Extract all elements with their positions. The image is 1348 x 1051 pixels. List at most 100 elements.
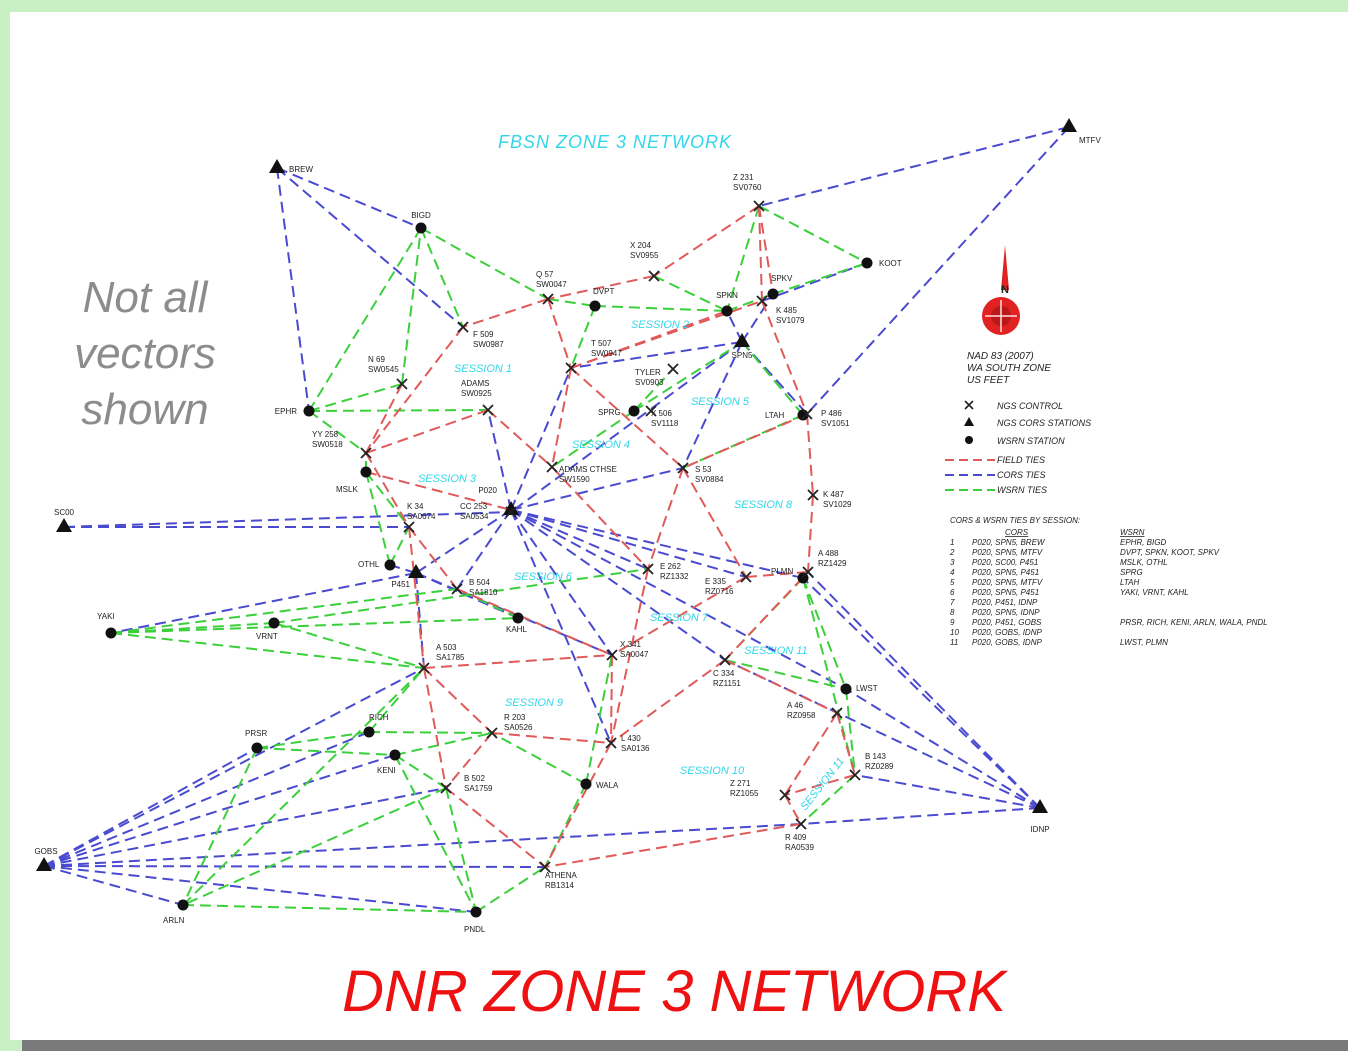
wsrn-station-icon bbox=[628, 405, 640, 417]
session-label: SESSION 11 bbox=[744, 645, 807, 657]
legend: NGS CONTROL NGS CORS STATIONS WSRN STATI… bbox=[945, 400, 1091, 495]
note-line: shown bbox=[81, 385, 209, 434]
station-idnp: IDNP bbox=[1030, 799, 1050, 834]
station-keni: KENI bbox=[377, 749, 401, 775]
cors-tie-line bbox=[510, 509, 613, 656]
ngs-control-icon bbox=[451, 583, 463, 595]
ngs-control-icon bbox=[482, 404, 494, 416]
station-label: ARLN bbox=[163, 916, 185, 925]
wsrn-station-icon bbox=[177, 899, 189, 911]
cors-tie-line bbox=[510, 509, 747, 578]
station-label: ADAMS bbox=[461, 379, 489, 388]
ties-layer bbox=[43, 126, 1070, 913]
cors-tie-line bbox=[510, 341, 743, 513]
wsrn-tie-line bbox=[273, 568, 649, 624]
cors-tie-line bbox=[415, 509, 512, 574]
wsrn-station-icon bbox=[415, 222, 427, 234]
legend-label: CORS TIES bbox=[997, 470, 1046, 480]
station-label: RZ0958 bbox=[787, 711, 816, 720]
session-label: SESSION 10 bbox=[680, 765, 745, 777]
wsrn-tie-line bbox=[800, 774, 856, 825]
ngs-control-icon bbox=[505, 506, 517, 518]
session-label: SESSION 4 bbox=[572, 439, 630, 451]
station-label: Z 231 bbox=[733, 173, 754, 182]
field-tie-line bbox=[408, 526, 458, 590]
wsrn-tie-line bbox=[182, 747, 258, 906]
ngs-control-icon bbox=[642, 563, 654, 575]
ngs-control-icon bbox=[753, 200, 765, 212]
station-label: T 507 bbox=[591, 339, 612, 348]
station-label: SA1810 bbox=[469, 588, 498, 597]
ngs-control-icon bbox=[418, 662, 430, 674]
station-label: S 53 bbox=[695, 465, 712, 474]
wsrn-station-icon bbox=[767, 288, 779, 300]
field-tie-line bbox=[547, 298, 572, 369]
ngs-control-icon bbox=[740, 571, 752, 583]
field-tie-line bbox=[724, 659, 838, 714]
station-label: Q 57 bbox=[536, 270, 554, 279]
cors-tie-line bbox=[276, 167, 464, 328]
ngs-control-icon bbox=[403, 521, 415, 533]
wsrn-tie-line bbox=[491, 732, 587, 785]
field-tie-line bbox=[610, 654, 613, 744]
station-label: A 488 bbox=[818, 549, 839, 558]
station-label: C 334 bbox=[713, 669, 735, 678]
session-number: 5 bbox=[950, 578, 955, 587]
wsrn-tie-line bbox=[758, 205, 868, 264]
wsrn-tie-line bbox=[420, 227, 549, 300]
slide-background bbox=[10, 12, 1348, 1040]
field-tie-line bbox=[570, 367, 684, 469]
ngs-control-icon bbox=[667, 363, 679, 375]
station-label: SV0760 bbox=[733, 183, 762, 192]
session-wsrn: YAKI, VRNT, KAHL bbox=[1120, 588, 1189, 597]
sessions-table: CORS & WSRN TIES BY SESSION: CORS WSRN 1… bbox=[949, 516, 1268, 647]
wsrn-tie-line bbox=[420, 227, 464, 328]
station-label: SV0884 bbox=[695, 475, 724, 484]
session-number: 3 bbox=[950, 558, 955, 567]
station-label: KENI bbox=[377, 766, 396, 775]
station-label: P451 bbox=[391, 580, 410, 589]
station-label: DVPT bbox=[593, 287, 614, 296]
cors-tie-line bbox=[43, 754, 396, 867]
ngs-control-icon bbox=[807, 489, 819, 501]
cors-tie-line bbox=[415, 572, 613, 656]
legend-label: NGS CORS STATIONS bbox=[997, 418, 1091, 428]
station-label: RZ0289 bbox=[865, 762, 894, 771]
station-kahl: KAHL bbox=[506, 612, 527, 634]
station-label: A 46 bbox=[787, 701, 804, 710]
station-label: EPHR bbox=[275, 407, 297, 416]
session-cors: P020, SPN5, P451 bbox=[972, 588, 1039, 597]
wsrn-tie-line bbox=[475, 866, 546, 913]
station-label: SA0674 bbox=[407, 512, 436, 521]
wsrn-tie-line bbox=[570, 305, 596, 369]
field-tie-line bbox=[547, 275, 655, 300]
session-number: 4 bbox=[950, 568, 955, 577]
footer-title: DNR ZONE 3 NETWORK bbox=[342, 959, 1006, 1024]
session-label: SESSION 2 bbox=[631, 319, 689, 331]
field-tie-line bbox=[487, 409, 553, 468]
session-number: 9 bbox=[950, 618, 955, 627]
wsrn-tie-line bbox=[394, 754, 447, 789]
cors-station-icon bbox=[734, 333, 750, 347]
session-label: SESSION 7 bbox=[650, 612, 709, 624]
station-label: SV1079 bbox=[776, 316, 805, 325]
station-p020: P020 bbox=[478, 486, 519, 515]
station-label: X 341 bbox=[620, 640, 641, 649]
session-wsrn: DVPT, SPKN, KOOT, SPKV bbox=[1120, 548, 1220, 557]
station-label: E 335 bbox=[705, 577, 726, 586]
station-p451: P451 bbox=[391, 564, 424, 589]
station-plmn: PLMN bbox=[771, 567, 809, 584]
wsrn-tie-line bbox=[389, 526, 410, 566]
cors-tie-line bbox=[726, 310, 743, 343]
station-label: P 486 bbox=[821, 409, 842, 418]
ngs-control-icon bbox=[677, 462, 689, 474]
ngs-control-icon bbox=[795, 818, 807, 830]
cors-tie-line bbox=[110, 572, 417, 634]
